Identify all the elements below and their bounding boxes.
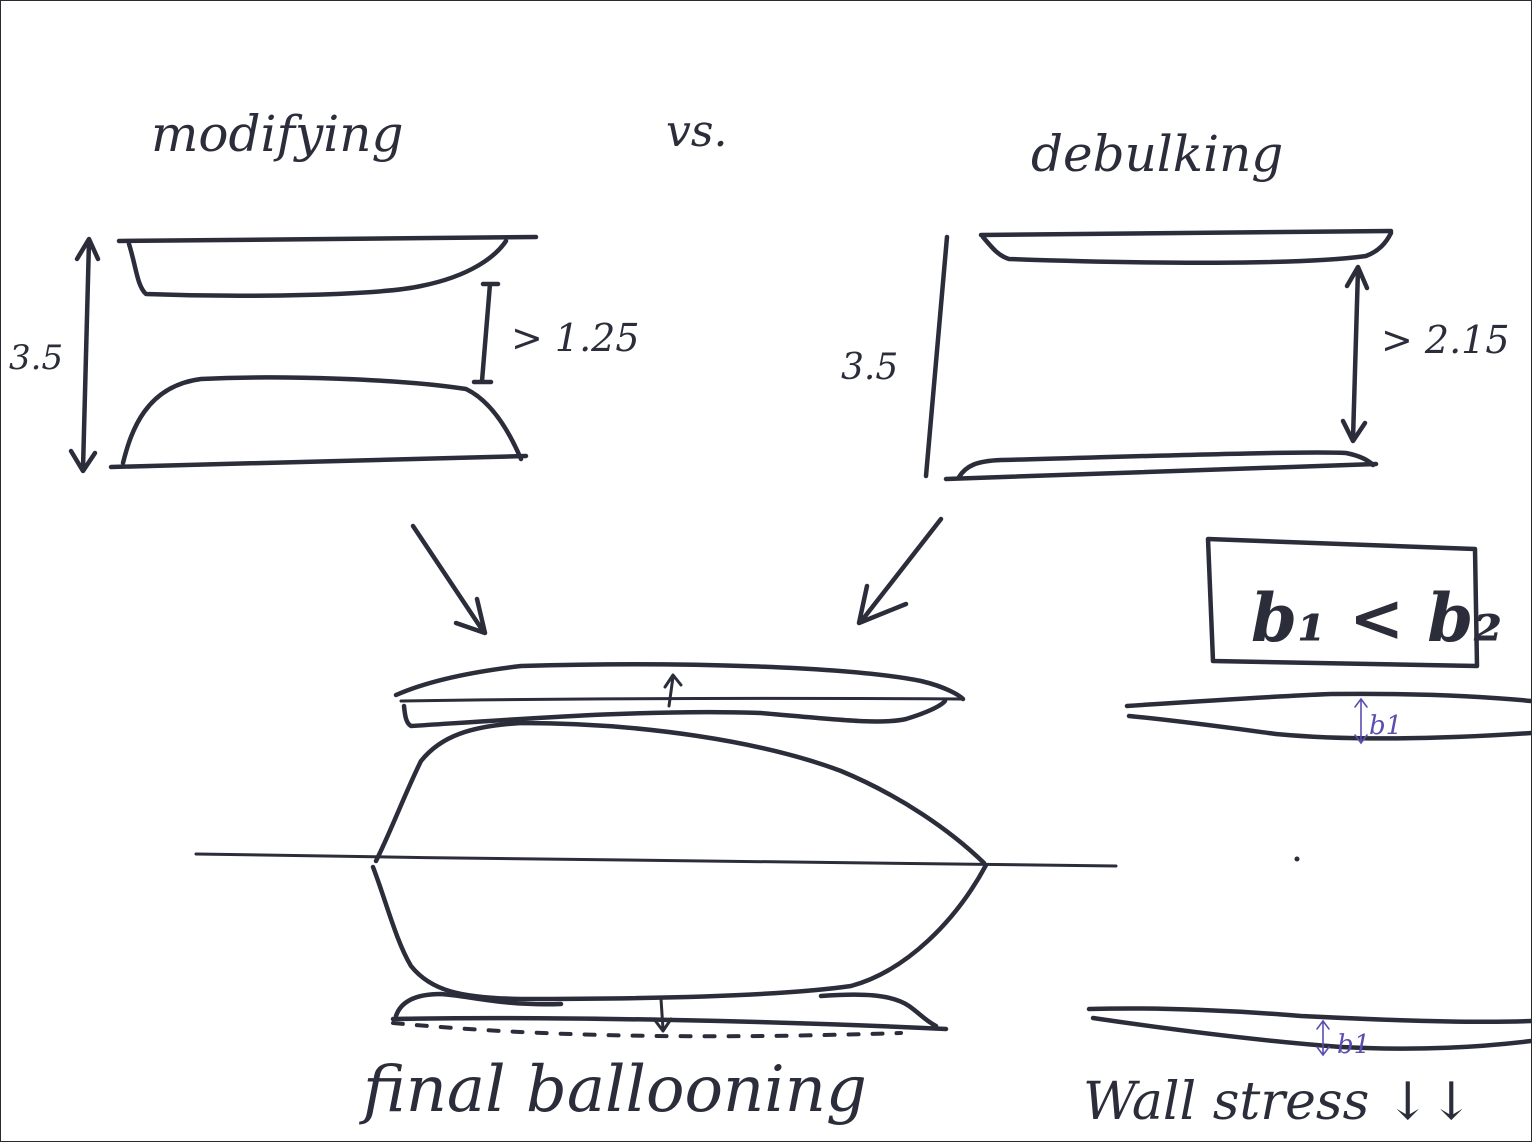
debulking-bottom-wall xyxy=(943,461,1379,482)
modifying-top-plaque xyxy=(126,238,509,298)
debulking-height-label: 3.5 xyxy=(841,347,898,388)
modifying-height-arrowhead-bottom xyxy=(68,448,98,474)
debulking-bottom-plaque xyxy=(956,450,1376,480)
modifying-gap-marker xyxy=(471,281,501,385)
modifying-height-label: 3.5 xyxy=(9,338,63,378)
balloon-top-inner-line xyxy=(399,696,963,703)
debulking-gap-arrowhead-top xyxy=(1344,264,1370,291)
debulking-left-bar xyxy=(923,234,950,479)
modifying-arrow-head xyxy=(453,596,488,636)
debulking-top-plaque xyxy=(980,230,1394,266)
upper-wall-outer-line xyxy=(1124,691,1532,709)
modifying-vessel xyxy=(68,234,539,474)
balloon-bottom-dashed-wall xyxy=(391,1021,903,1039)
debulking-gap-label: > 2.15 xyxy=(1381,318,1510,362)
balloon-bottom-small-arrow xyxy=(652,997,673,1033)
modifying-gap-label: > 1.25 xyxy=(511,316,640,360)
final-ballooning-vessel xyxy=(194,662,1118,1039)
heading-modifying: modifying xyxy=(151,105,403,163)
modifying-height-arrow xyxy=(80,238,92,472)
lower-wall-b1-label: b1 xyxy=(1337,1030,1370,1060)
balloon-bottom-plaque-right xyxy=(818,992,939,1029)
balloon-upper-contour xyxy=(373,720,987,866)
modifying-height-arrowhead-top xyxy=(74,236,101,262)
stray-ink-dot xyxy=(1294,856,1300,862)
final-ballooning-label: final ballooning xyxy=(359,1053,867,1127)
modifying-arrow-shaft xyxy=(410,523,486,634)
debulking-gap-arrowhead-bottom xyxy=(1340,418,1368,444)
upper-wall-inner-line xyxy=(1126,713,1532,741)
balloon-bottom-wall xyxy=(390,1015,949,1032)
balloon-top-plaque xyxy=(401,698,948,729)
debulking-top-wall xyxy=(978,228,1394,238)
upper-wall-b1-label: b1 xyxy=(1369,711,1402,741)
wall-thickness-lower xyxy=(1086,1006,1532,1057)
modifying-bottom-plaque xyxy=(120,375,524,466)
wall-stress-label: Wall stress ↓↓ xyxy=(1083,1072,1473,1132)
debulking-arrow-shaft xyxy=(860,516,944,622)
lower-wall-thickness-arrow xyxy=(1316,1019,1330,1057)
debulking-vessel xyxy=(923,228,1394,482)
balloon-lower-contour xyxy=(370,862,989,1002)
inequality-box xyxy=(1205,536,1480,669)
modifying-bottom-wall xyxy=(108,453,529,470)
balloon-top-outer-wall xyxy=(393,662,966,702)
debulking-gap-arrow xyxy=(1350,266,1361,442)
debulking-to-balloon-arrow xyxy=(856,516,944,626)
wall-thickness-upper xyxy=(1124,691,1532,745)
inequality-text: b₁ < b₂ xyxy=(1251,579,1502,657)
inequality-box-frame xyxy=(1205,536,1480,669)
lower-wall-inner-line xyxy=(1090,1015,1532,1051)
modifying-to-balloon-arrow xyxy=(410,523,488,636)
balloon-top-small-arrow xyxy=(663,673,683,708)
balloon-axis-line xyxy=(194,852,1118,868)
debulking-arrow-head xyxy=(856,583,909,626)
heading-vs: vs. xyxy=(666,106,727,157)
balloon-bottom-plaque-left xyxy=(393,991,564,1019)
upper-wall-thickness-arrow xyxy=(1354,697,1368,745)
lower-wall-outer-line xyxy=(1086,1006,1532,1025)
modifying-top-wall xyxy=(116,234,539,244)
heading-debulking: debulking xyxy=(1031,125,1283,183)
